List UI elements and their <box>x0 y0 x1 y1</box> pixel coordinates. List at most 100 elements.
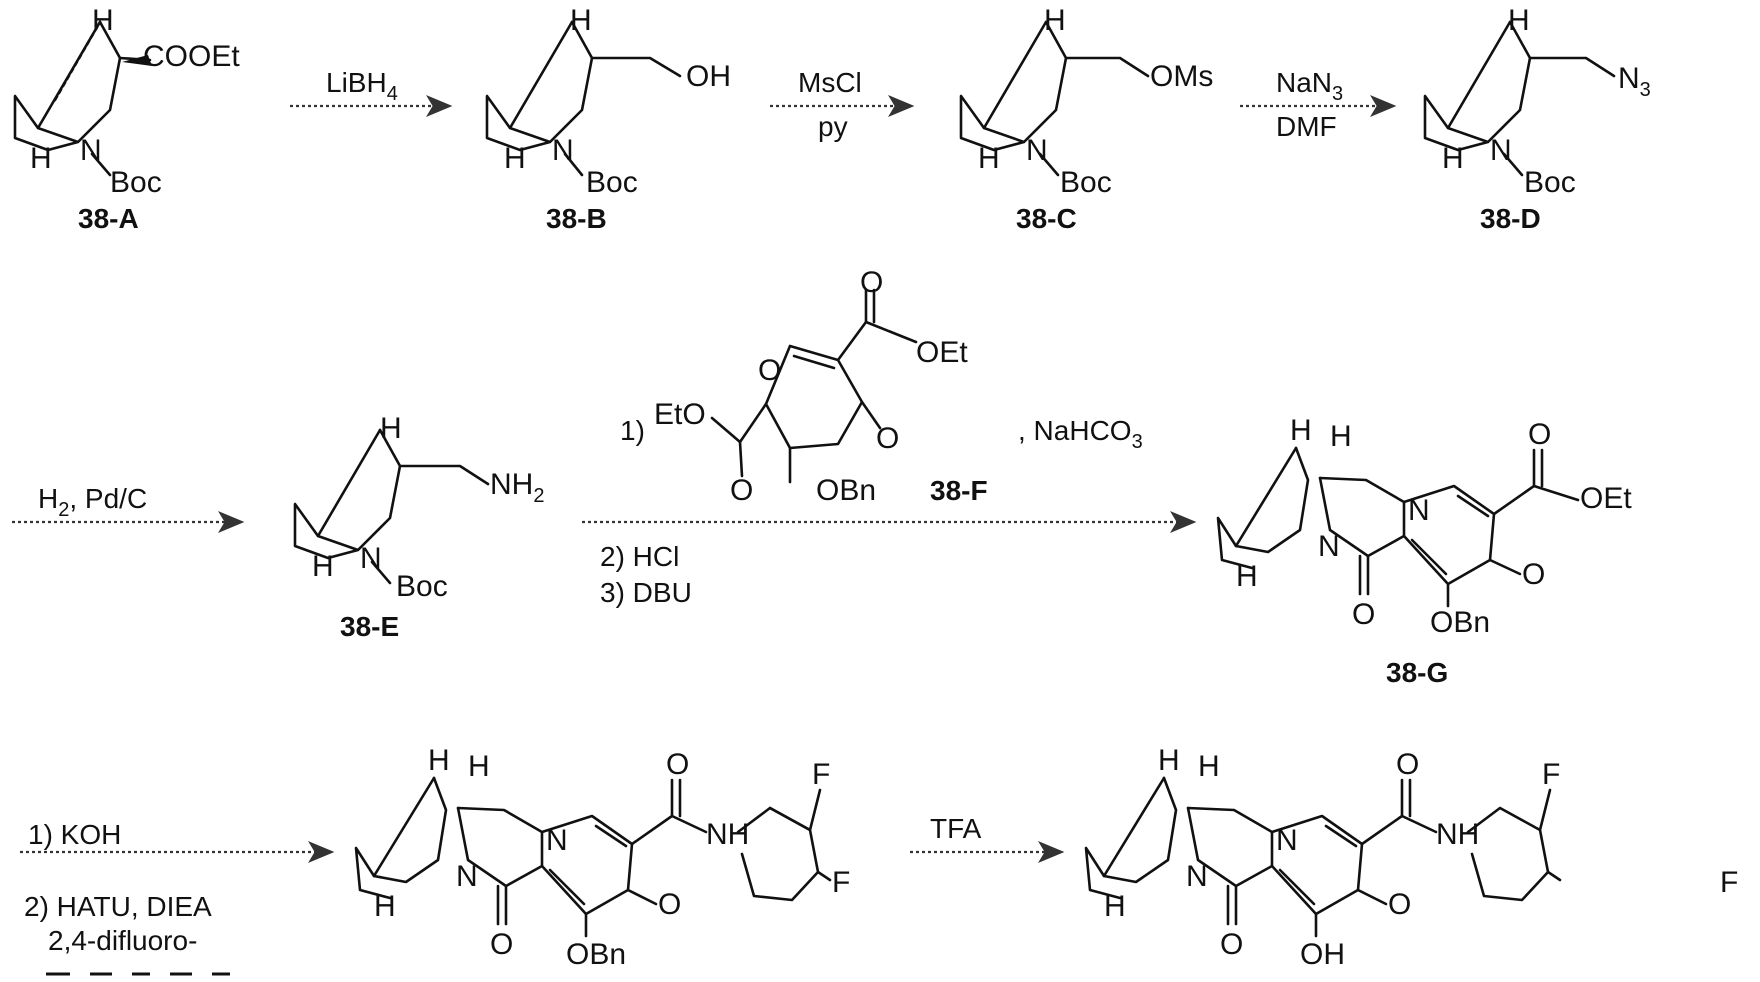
atom-nh2: NH2 <box>490 468 544 507</box>
atom-boc: Boc <box>396 570 448 603</box>
compound-38-C: H OMs N H Boc 38-C <box>961 4 1213 234</box>
atom-n: N <box>1026 134 1048 167</box>
reagent-dbu: 3) DBU <box>600 577 692 608</box>
atom-o: O <box>1388 888 1411 921</box>
atom-cooet: COOEt <box>143 40 240 73</box>
atom-o: O <box>490 928 513 961</box>
atom-n: N <box>552 134 574 167</box>
atom-n: N <box>546 824 568 857</box>
atom-h: H <box>1508 4 1530 37</box>
reagent-hcl: 2) HCl <box>600 541 679 572</box>
reagent-py: py <box>818 111 848 142</box>
atom-n: N <box>456 860 478 893</box>
reagent-koh: 1) KOH <box>28 819 121 850</box>
compound-38-G: H H N N H O OEt O O OBn 38-G <box>1218 414 1632 688</box>
atom-h: H <box>1198 750 1220 783</box>
compound-final-product: H H N N H O NH F F O O OH <box>1086 744 1738 971</box>
atom-boc: Boc <box>110 166 162 199</box>
atom-h: H <box>312 550 334 583</box>
atom-n: N <box>1276 824 1298 857</box>
atom-n: N <box>1490 134 1512 167</box>
reagent-hatu-diea: 2) HATU, DIEA <box>24 891 212 922</box>
reagent-nan3: NaN3 <box>1276 67 1343 105</box>
atom-n: N <box>1318 530 1340 563</box>
atom-boc: Boc <box>1524 166 1576 199</box>
atom-h: H <box>380 412 402 445</box>
atom-o: O <box>666 748 689 781</box>
atom-nh: NH <box>706 818 749 851</box>
atom-boc: Boc <box>1060 166 1112 199</box>
atom-obn: OBn <box>566 938 626 971</box>
reaction-arrow-1: LiBH4 <box>290 67 448 106</box>
reagent-nahco3: , NaHCO3 <box>1018 415 1143 453</box>
reaction-arrow-4: H2, Pd/C <box>12 483 240 522</box>
reaction-arrow-7: TFA <box>910 813 1060 852</box>
atom-nh: NH <box>1436 818 1479 851</box>
atom-o: O <box>876 422 899 455</box>
reagent-h2-pdc: H2, Pd/C <box>38 483 147 521</box>
atom-eto: EtO <box>654 398 706 431</box>
reaction-arrow-3: NaN3 DMF <box>1240 67 1392 142</box>
atom-oh: OH <box>686 60 731 93</box>
reagent-tfa: TFA <box>930 813 982 844</box>
atom-h: H <box>1442 142 1464 175</box>
atom-oet: OEt <box>1580 482 1632 515</box>
atom-h: H <box>30 142 52 175</box>
atom-o: O <box>1396 748 1419 781</box>
reagent-step5-num: 1) <box>620 415 645 446</box>
atom-h: H <box>428 744 450 777</box>
compound-38-E: H NH2 N H Boc 38-E <box>295 412 544 642</box>
atom-f: F <box>1542 758 1560 791</box>
atom-oms: OMs <box>1150 60 1213 93</box>
atom-oet: OEt <box>916 336 968 369</box>
atom-o: O <box>1220 928 1243 961</box>
compound-38-A: H COOEt N H Boc 38-A <box>15 4 240 234</box>
compound-38-F: O O OEt O EtO O OBn 38-F <box>654 266 988 507</box>
atom-h: H <box>1236 560 1258 593</box>
atom-h: H <box>468 750 490 783</box>
reagent-dmf: DMF <box>1276 111 1337 142</box>
compound-label-38-E: 38-E <box>340 611 399 642</box>
atom-n: N <box>1186 860 1208 893</box>
atom-f: F <box>832 866 850 899</box>
reaction-arrow-6: 1) KOH 2) HATU, DIEA 2,4-difluoro- <box>20 819 330 974</box>
atom-h: H <box>374 890 396 923</box>
compound-label-38-G: 38-G <box>1386 657 1448 688</box>
atom-o: O <box>860 266 883 299</box>
atom-o: O <box>1528 418 1551 451</box>
atom-h: H <box>978 142 1000 175</box>
compound-38-D: H N3 N H Boc 38-D <box>1425 4 1651 234</box>
atom-obn: OBn <box>1430 606 1490 639</box>
atom-n: N <box>360 542 382 575</box>
atom-h: H <box>1044 4 1066 37</box>
atom-oh: OH <box>1300 938 1345 971</box>
atom-o: O <box>1352 598 1375 631</box>
atom-h: H <box>1104 890 1126 923</box>
reagent-libh4: LiBH4 <box>326 67 398 105</box>
reagent-mscl: MsCl <box>798 67 862 98</box>
compound-label-38-A: 38-A <box>78 203 139 234</box>
compound-label-38-C: 38-C <box>1016 203 1077 234</box>
compound-label-38-B: 38-B <box>546 203 607 234</box>
atom-h: H <box>1158 744 1180 777</box>
atom-h: H <box>504 142 526 175</box>
atom-f: F <box>812 758 830 791</box>
compound-obn-amide: H H N N H O NH F F O O OBn <box>356 744 850 971</box>
atom-boc: Boc <box>586 166 638 199</box>
atom-obn: OBn <box>816 474 876 507</box>
atom-n3: N3 <box>1618 62 1651 101</box>
atom-h: H <box>1330 420 1352 453</box>
atom-o: O <box>758 354 781 387</box>
reagent-difluoro: 2,4-difluoro- <box>48 925 197 956</box>
atom-h: H <box>92 4 114 37</box>
atom-o: O <box>658 888 681 921</box>
atom-n: N <box>80 134 102 167</box>
compound-label-38-F: 38-F <box>930 475 988 506</box>
atom-h: H <box>1290 414 1312 447</box>
atom-h: H <box>570 4 592 37</box>
compound-label-38-D: 38-D <box>1480 203 1541 234</box>
atom-f: F <box>1720 866 1738 899</box>
compound-38-B: H OH N H Boc 38-B <box>487 4 731 234</box>
atom-o: O <box>730 474 753 507</box>
